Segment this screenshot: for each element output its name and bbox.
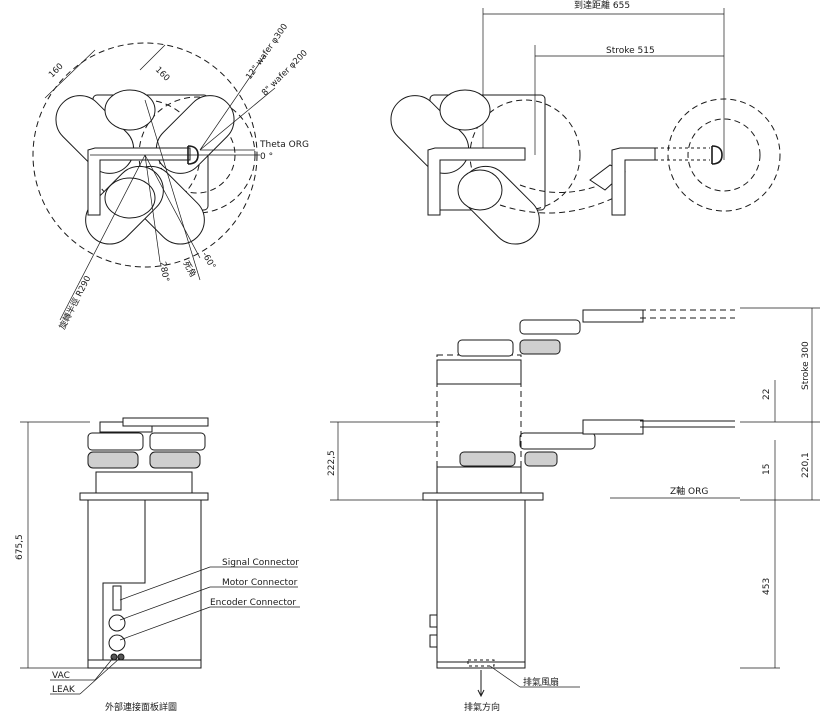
joint-top [104,89,156,131]
wafer-300-ext [667,98,781,212]
rotation-radius-label: 旋轉半徑 R290 [57,274,94,331]
side-view-right: 222,5 Stroke 300 22 220,1 15 453 Z軸 ORG [327,307,820,713]
dim-160-a: 160 [47,62,66,81]
motor-connector-label: Motor Connector [222,578,298,588]
height-total-label: 675,5 [15,534,25,560]
theta-zero-label: 0 ° [260,152,273,162]
vac-label: VAC [52,671,70,681]
reach-label: 到達距離 655 [574,0,630,11]
column-foot [87,659,202,669]
stroke-300-label: Stroke 300 [801,341,811,390]
dim-453-label: 453 [762,578,772,595]
plan-view-left: 160 160 12" wafer φ300 8" wafer φ200 The… [32,22,310,331]
exhaust-dir-label: 排氣方向 [464,701,500,713]
dim-15-label: 15 [762,464,772,475]
angle-280-label: 280° [157,261,170,283]
leak-label: LEAK [52,685,76,695]
exhaust-fan-label: 排氣風扇 [523,676,559,688]
column-body-right [436,499,526,663]
dim-22-label: 22 [762,389,772,400]
top-flange [79,492,209,501]
top-flange-right [422,492,544,501]
theta-org-label: Theta ORG [259,140,309,150]
stroke-515-label: Stroke 515 [606,46,655,56]
wafer-200-ext [687,118,761,192]
z-org-label: Z軸 ORG [670,485,708,497]
dim-160-b: 160 [153,65,172,84]
plan-view-right: 到達距離 655 Stroke 515 [390,0,781,245]
signal-connector-label: Signal Connector [222,558,299,568]
encoder-connector-label: Encoder Connector [210,598,296,608]
angle-neg60-label: -60° [199,251,217,272]
dim-222-5-label: 222,5 [327,450,337,476]
side-view-left: 675,5 Signal Connector Motor Connector E… [15,417,300,713]
gripper-ext [711,145,723,165]
dim-220-1-label: 220,1 [801,452,811,478]
dead-angle-label: 死角 [180,259,198,279]
panel-detail-label: 外部連接面板詳圖 [105,701,177,713]
base-drum [95,471,193,494]
